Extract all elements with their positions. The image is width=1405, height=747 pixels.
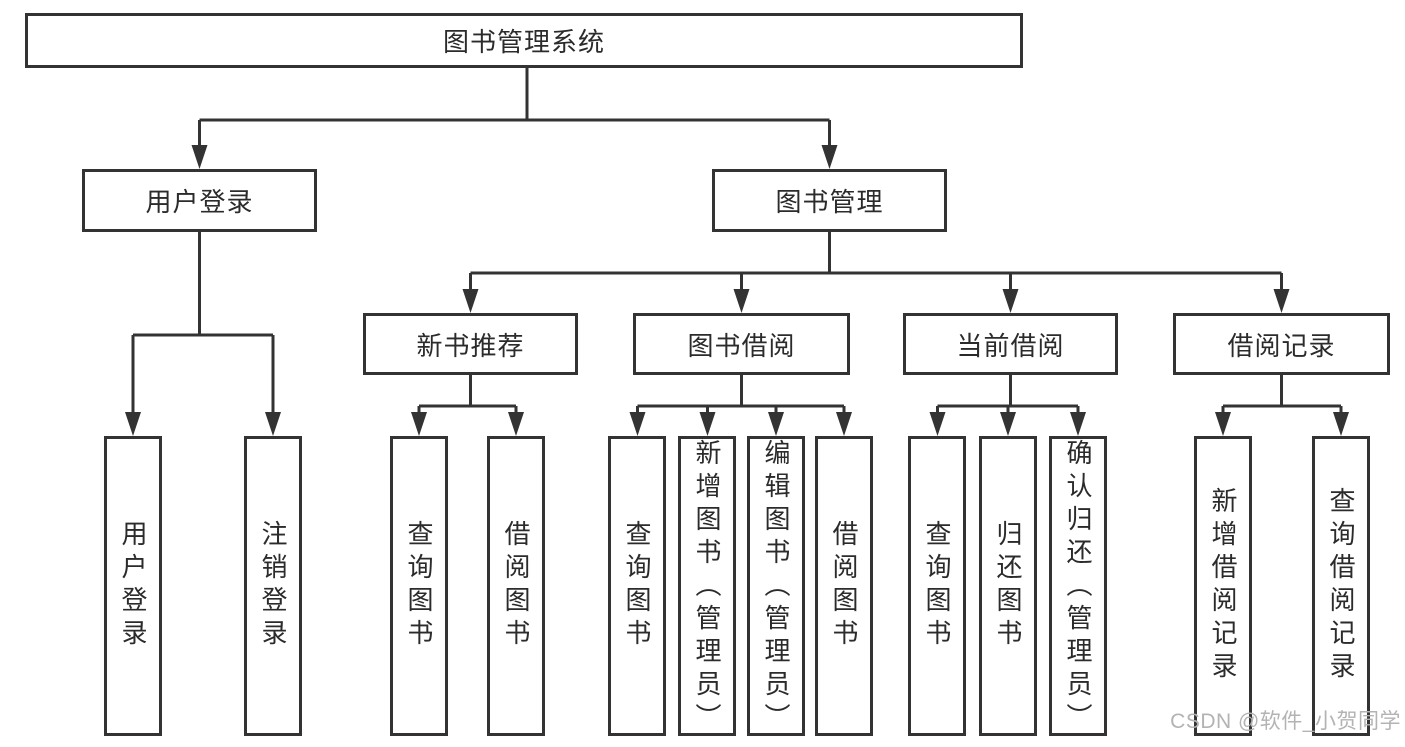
leaf-query-books-recommend: 查询图书 bbox=[390, 436, 448, 736]
node-library-system: 图书管理系统 bbox=[25, 13, 1023, 68]
node-user-login-label: 用户登录 bbox=[145, 187, 254, 217]
node-current-borrowing: 当前借阅 bbox=[903, 313, 1118, 375]
connector-user-login-to-children bbox=[125, 232, 281, 436]
leaf-return-books: 归还图书 bbox=[979, 436, 1037, 736]
connector-book-mgmt-to-sections bbox=[462, 232, 1290, 313]
node-borrowing-records-label: 借阅记录 bbox=[1227, 330, 1336, 361]
csdn-watermark: CSDN @软件_小贺同学 bbox=[1170, 710, 1401, 733]
leaf-logout-label: 注销登录 bbox=[258, 520, 288, 652]
connector-new-books-to-children bbox=[411, 375, 524, 436]
leaf-query-borrow-record: 查询借阅记录 bbox=[1312, 436, 1370, 736]
node-new-book-recommend-label: 新书推荐 bbox=[416, 330, 525, 361]
node-current-borrowing-label: 当前借阅 bbox=[956, 330, 1065, 361]
leaf-edit-books-admin-label: 编辑图书（管理员） bbox=[761, 439, 791, 736]
leaf-query-borrow-record-label: 查询借阅记录 bbox=[1326, 487, 1356, 685]
node-book-borrowing: 图书借阅 bbox=[633, 313, 850, 375]
connector-borrow-records-to-children bbox=[1215, 375, 1349, 436]
leaf-query-books-current-label: 查询图书 bbox=[922, 520, 952, 652]
node-book-borrowing-label: 图书借阅 bbox=[687, 330, 796, 361]
leaf-confirm-return-admin-label: 确认归还（管理员） bbox=[1063, 439, 1093, 736]
leaf-query-books-recommend-label: 查询图书 bbox=[404, 520, 434, 652]
leaf-user-login-label: 用户登录 bbox=[118, 520, 148, 652]
connector-current-borrow-to-children bbox=[929, 375, 1086, 436]
connector-book-borrow-to-children bbox=[629, 375, 852, 436]
leaf-add-books-admin: 新增图书（管理员） bbox=[678, 436, 736, 736]
leaf-borrow-books-recommend-label: 借阅图书 bbox=[501, 520, 531, 652]
leaf-query-books-borrow-label: 查询图书 bbox=[622, 520, 652, 652]
leaf-user-login: 用户登录 bbox=[104, 436, 162, 736]
leaf-confirm-return-admin: 确认归还（管理员） bbox=[1049, 436, 1107, 736]
leaf-add-books-admin-label: 新增图书（管理员） bbox=[692, 439, 722, 736]
leaf-logout: 注销登录 bbox=[244, 436, 302, 736]
leaf-borrow-books-label: 借阅图书 bbox=[829, 520, 859, 652]
node-borrowing-records: 借阅记录 bbox=[1173, 313, 1390, 375]
node-book-management-label: 图书管理 bbox=[775, 187, 884, 217]
leaf-query-books-current: 查询图书 bbox=[908, 436, 966, 736]
node-new-book-recommend: 新书推荐 bbox=[363, 313, 578, 375]
connector-root-to-level2 bbox=[191, 68, 838, 169]
leaf-borrow-books-recommend: 借阅图书 bbox=[487, 436, 545, 736]
leaf-query-books-borrow: 查询图书 bbox=[608, 436, 666, 736]
node-user-login: 用户登录 bbox=[82, 169, 317, 232]
leaf-return-books-label: 归还图书 bbox=[993, 520, 1023, 652]
leaf-add-borrow-record-label: 新增借阅记录 bbox=[1208, 487, 1238, 685]
node-library-system-label: 图书管理系统 bbox=[442, 27, 605, 57]
leaf-borrow-books: 借阅图书 bbox=[815, 436, 873, 736]
leaf-add-borrow-record: 新增借阅记录 bbox=[1194, 436, 1252, 736]
node-book-management: 图书管理 bbox=[712, 169, 947, 232]
leaf-edit-books-admin: 编辑图书（管理员） bbox=[747, 436, 805, 736]
